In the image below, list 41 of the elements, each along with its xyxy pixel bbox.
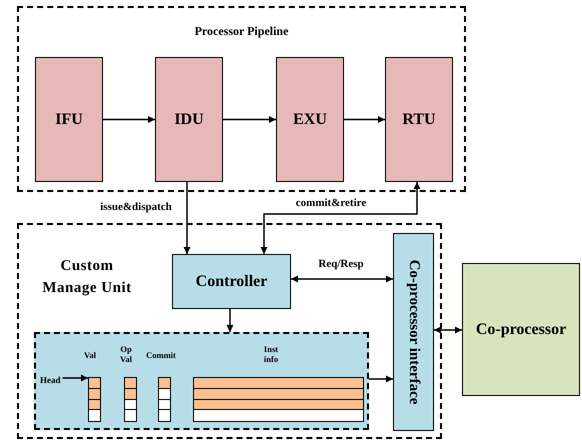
arrow [260,182,420,254]
box-label: Co-processor interface [405,260,422,404]
edge-label: issue&dispatch [99,201,173,213]
group-title: Processor Pipeline [194,24,290,39]
column-heading: Inst info [262,344,280,364]
arrow [226,309,234,332]
arrow [62,374,88,382]
arrow [369,376,393,382]
pipeline-stage-box [276,57,344,182]
controller-box [172,254,291,309]
dashed-frame [17,223,442,439]
box-label: Controller [196,272,268,290]
edge-label: Req/Resp [317,258,365,270]
pipeline-stage-box [385,57,453,182]
box-label: EXU [293,110,327,128]
arrow [344,116,385,123]
queue-column [124,377,137,420]
queue-column [158,377,171,420]
box-label: Co-processor [476,320,566,338]
column-heading: Commit [145,350,177,360]
pipeline-stage-box [35,57,103,182]
edge-label: commit&retire [294,197,368,209]
queue-table [193,377,364,420]
box-label: IFU [55,110,83,128]
queue-column [88,377,101,420]
box-label: RTU [402,110,436,128]
dashed-frame [17,6,466,192]
coprocessor-box [462,263,580,396]
arrow [103,116,155,123]
instruction-queue-box [34,332,369,430]
box-label: IDU [174,110,204,128]
arrow [223,116,276,123]
interface-box [393,233,434,431]
column-heading: Val [83,350,97,360]
group-title: Custom Manage Unit [41,257,133,298]
pipeline-stage-box [155,57,223,182]
arrow [291,276,393,282]
arrow [184,182,190,254]
arrow [434,326,462,334]
column-heading: Op Val [119,344,133,364]
pointer-label: Head [40,375,61,385]
